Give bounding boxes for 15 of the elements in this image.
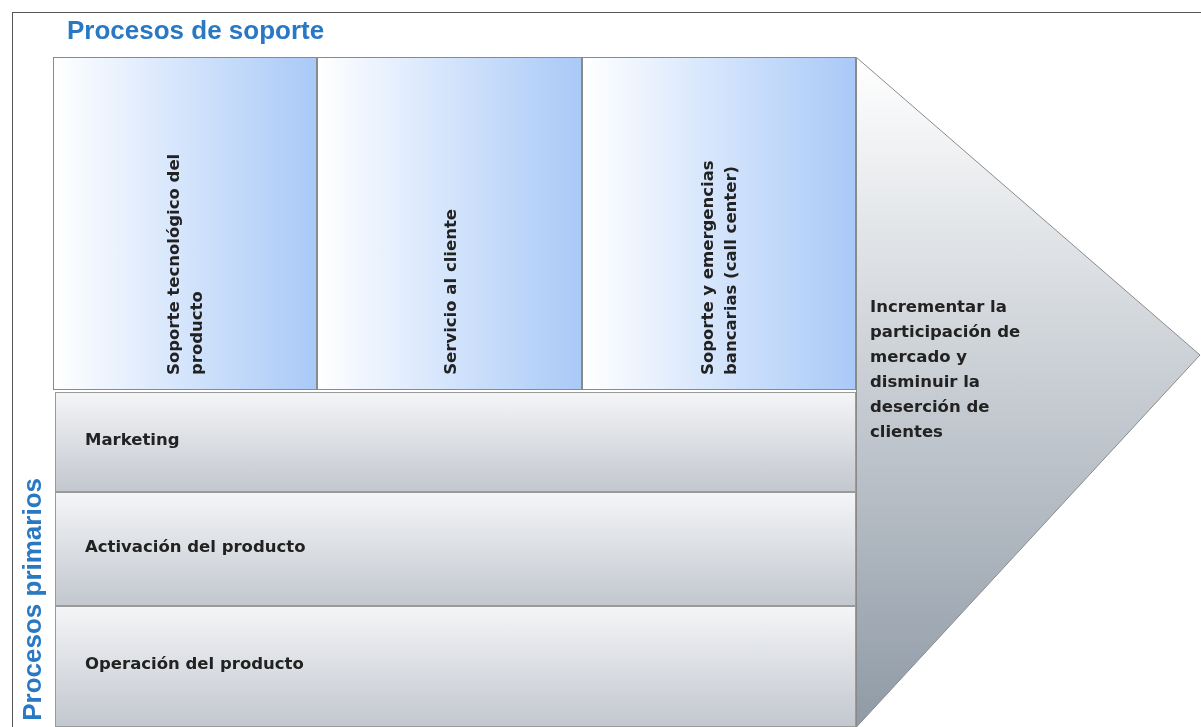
primary-process-band xyxy=(55,392,856,492)
primary-process-band xyxy=(55,492,856,606)
process-label: Soporte tecnológico del producto xyxy=(163,152,207,375)
support-process-box xyxy=(317,57,582,390)
process-label: Marketing xyxy=(85,428,180,451)
process-label: Soporte y emergencias bancarias (call center) xyxy=(697,159,741,375)
support-process-box xyxy=(53,57,317,390)
primary-process-band xyxy=(55,606,856,727)
support-process-box xyxy=(582,57,856,390)
margin-text: Incrementar la participación de mercado y disminuir la deserción de clientes xyxy=(870,296,1022,443)
support-heading: Procesos de soporte xyxy=(67,14,325,47)
primary-heading: Procesos primarios xyxy=(17,478,47,721)
process-label: Activación del producto xyxy=(85,535,306,558)
process-label: Servicio al cliente xyxy=(439,209,460,375)
process-label: Operación del producto xyxy=(85,653,304,676)
